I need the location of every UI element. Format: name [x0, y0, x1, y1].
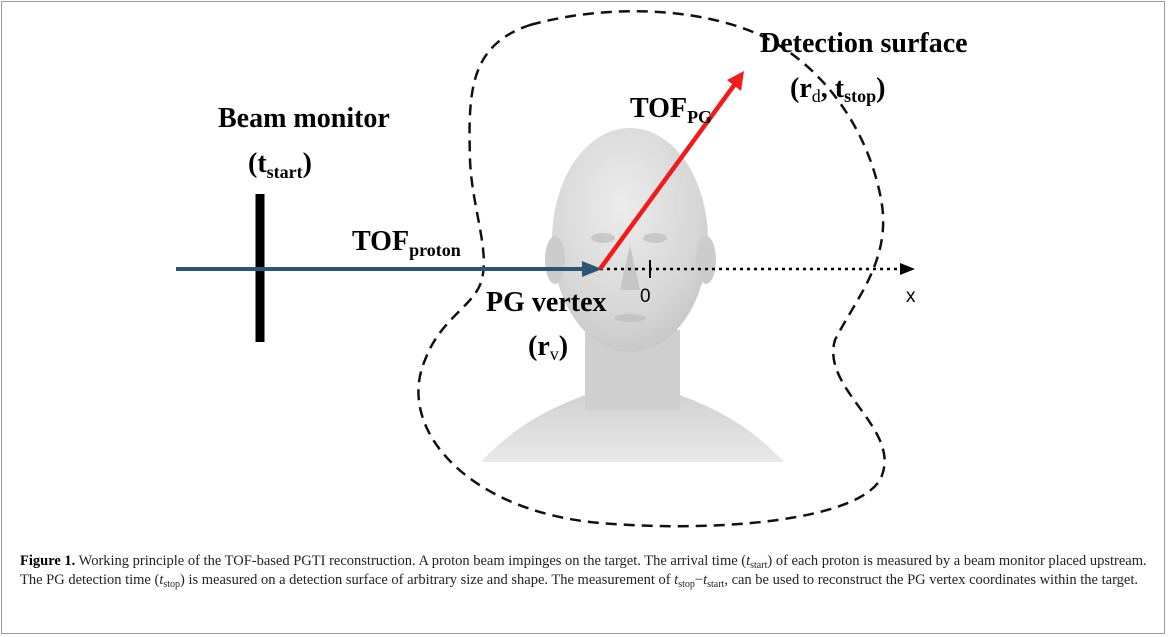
- mannequin-ear-left: [545, 236, 565, 284]
- mannequin-nose: [620, 245, 640, 290]
- mannequin-face: [552, 128, 708, 352]
- mannequin-eye-right: [643, 233, 667, 243]
- rv-label: (rv): [528, 331, 568, 364]
- tstart-label: (tstart): [248, 148, 312, 182]
- proton-beam-arrowhead: [582, 261, 602, 277]
- figure-caption: Figure 1. Working principle of the TOF-b…: [20, 553, 1147, 590]
- pg-ray-arrowhead: [727, 71, 744, 91]
- diagram: Detection surface (rd, tstop) Beam monit…: [176, 9, 968, 528]
- detection-surface-label: Detection surface: [760, 28, 968, 59]
- origin-label: 0: [640, 286, 651, 307]
- mannequin-neck: [585, 330, 680, 410]
- mannequin-head: [481, 128, 784, 462]
- tof-proton-label: TOFproton: [352, 226, 461, 260]
- mannequin-mouth: [614, 314, 646, 322]
- pg-vertex-label: PG vertex: [486, 287, 607, 318]
- mannequin-eye-left: [591, 233, 615, 243]
- x-axis-label: x: [906, 286, 916, 307]
- mannequin-shoulders: [481, 395, 784, 462]
- pg-ray-arrow: [598, 82, 737, 271]
- x-axis-arrowhead: [900, 263, 915, 275]
- figure-number: Figure 1.: [20, 553, 76, 569]
- detection-surface-outline: [417, 9, 886, 528]
- beam-monitor-label: Beam monitor: [218, 103, 390, 134]
- rd-tstop-label: (rd, tstop): [790, 73, 885, 106]
- mannequin-ear-right: [696, 236, 716, 284]
- tof-pg-label: TOFPG: [630, 93, 712, 127]
